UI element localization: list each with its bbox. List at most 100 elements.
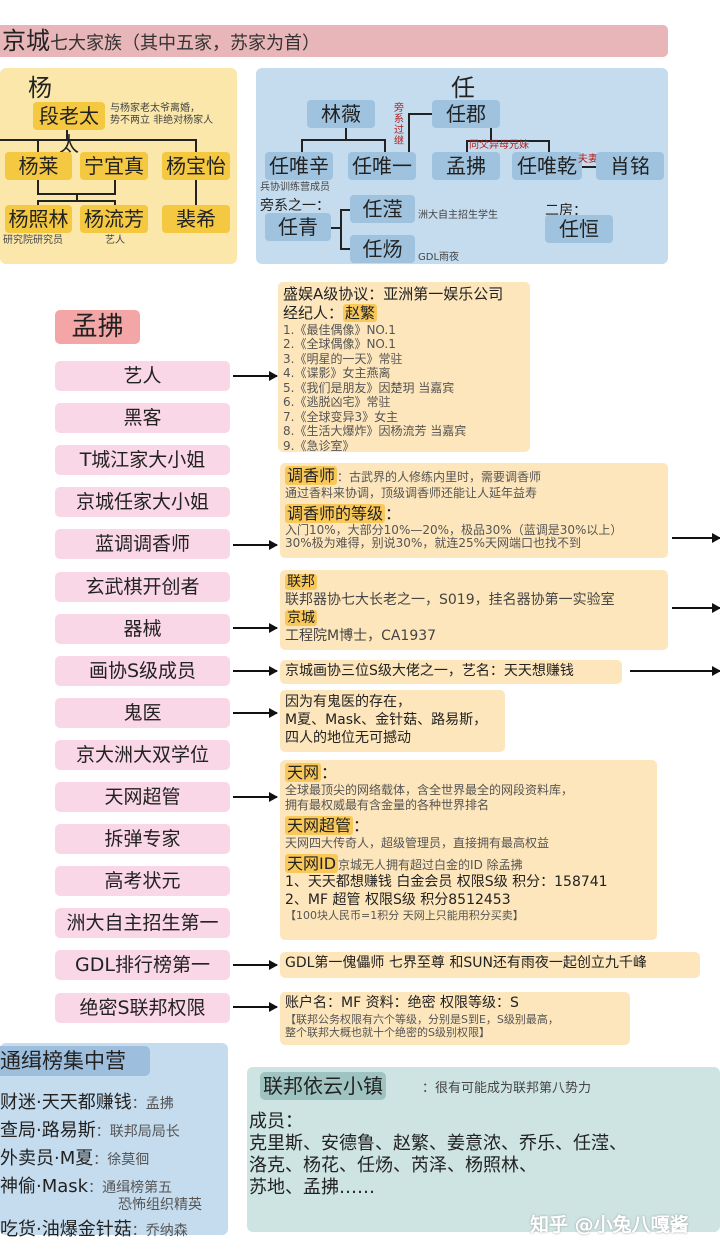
arrow-gdl (233, 960, 278, 970)
work-item: 3.《明星的一天》常驻 (283, 351, 403, 366)
arrow-painting-out (630, 666, 720, 676)
node-yangzhaolin: 杨照林 (5, 205, 72, 233)
arrow-device (233, 623, 278, 633)
skynet-admin-heading: 天网超管 (285, 816, 354, 835)
side-label: 旁系之一： (260, 198, 330, 214)
node-renyang: 任炀 (350, 235, 415, 263)
federal-note-1: 【联邦公务权限有六个等级，分别是S到E，S级别最高， (285, 1012, 559, 1026)
node-renying: 任滢 (350, 195, 415, 223)
wanted-row: 恐怖组织精英 (118, 1193, 202, 1214)
wanted-row: 外卖员·M夏：徐莫徊 (0, 1144, 149, 1170)
arrow-painting (233, 666, 278, 676)
device-desc-federal: 联邦器协七大长老之一，S019，挂名器协第一实验室 (285, 592, 615, 608)
wanted-row: 财迷·天天都赚钱：孟拂 (0, 1088, 174, 1114)
node-renweiqian: 任唯乾 (512, 152, 582, 180)
wanted-alias: 神偷·Mask (0, 1176, 89, 1197)
members-line: 苏地、孟拂…… (249, 1177, 375, 1198)
wanted-identity: ：联邦局局长 (95, 1124, 180, 1140)
page-header: 京城七大家族（其中五家，苏家为首） (0, 25, 668, 57)
renweixin-note: 兵协训练营成员 (260, 182, 330, 193)
skynet-heading: 天网 (285, 763, 322, 782)
trait-item: 天网超管 (55, 782, 230, 812)
perfumer-desc: ：古武界的人修练内里时，需要调香师 (337, 470, 542, 484)
wanted-alias: 吃货·油爆金针菇 (0, 1219, 132, 1240)
watermark: 知乎 @小兔八嘎酱 (530, 1214, 689, 1236)
profile-name: 孟拂 (55, 310, 140, 344)
skynet-id-2: 2、MF 超管 权限S级 积分8512453 (285, 891, 511, 908)
spouse-label: 夫妻 (578, 154, 598, 165)
node-duan: 段老太太 (33, 102, 105, 156)
work-item: 2.《全球偶像》NO.1 (283, 337, 396, 351)
work-item: 4.《谍影》女主燕离 (283, 366, 391, 380)
trait-item: 器械 (55, 613, 230, 644)
root-note-1: 与杨家老太爷离婚， (110, 103, 200, 114)
trait-item: 京大洲大双学位 (55, 739, 230, 770)
device-heading-capital: 京城 (285, 610, 317, 626)
skynet-desc: 全球最顶尖的网络载体，含全世界最全的网段资料库， (285, 783, 574, 797)
work-item: 6.《逃脱凶宅》常驻 (283, 395, 391, 409)
arrow-doctor (233, 708, 278, 718)
skynet-note: 【100块人民币=1积分 天网上只能用积分买卖】 (285, 909, 524, 922)
node-renweixin: 任唯辛 (265, 152, 333, 180)
skynet-note: 天网： 全球最顶尖的网络载体，含全世界最全的网段资料库， 拥有最权威最有含金量的… (280, 760, 657, 940)
perfumer-grade-2: 30%极为难得，别说30%，就连25%天网端口也找不到 (285, 536, 582, 550)
skynet-id-1: 1、天天都想赚钱 白金会员 权限S级 积分：158741 (285, 874, 608, 890)
yangliufang-note: 艺人 (105, 235, 125, 246)
arrow-artist (233, 371, 278, 381)
wanted-row: 吃货·油爆金针菇：乔纳森 (0, 1215, 188, 1241)
agent-name: 赵繁 (343, 303, 378, 322)
skynet-desc: 拥有最权威最有含金量的各种世界排名 (285, 798, 490, 812)
federal-account: 账户名：MF 资料：绝密 权限等级：S (285, 995, 519, 1011)
renying-note: 洲大自主招生学生 (418, 210, 498, 221)
trait-item: 艺人 (55, 361, 230, 391)
arrow-skynet (233, 792, 278, 802)
yang-title: 杨 (28, 74, 52, 102)
wanted-identity: ：孟拂 (131, 1096, 174, 1112)
arrow-federal (233, 1002, 278, 1012)
perfumer-desc-2: 通过香料来协调，顶级调香师还能让人延年益寿 (285, 486, 538, 500)
device-heading-federal: 联邦 (285, 574, 317, 590)
skynet-admin-desc: 天网四大传奇人，超级管理员，直接拥有最高权益 (285, 836, 550, 850)
trait-item: 拆弹专家 (55, 824, 230, 855)
work-item: 7.《全球变异3》女主 (283, 409, 399, 424)
perfumer-grade-heading: 调香师的等级 (285, 504, 386, 523)
painting-note: 京城画协三位S级大佬之一，艺名：天天想赚钱 (280, 660, 622, 684)
node-mengfu: 孟拂 (432, 152, 500, 180)
header-title: 京城 (2, 27, 50, 55)
town-panel: 联邦依云小镇 ：很有可能成为联邦第八势力 成员： 克里斯、安德鲁、赵繁、姜意浓、… (247, 1067, 720, 1232)
node-renjun: 任郡 (432, 100, 500, 128)
node-renweiyi: 任唯一 (348, 152, 416, 180)
perfumer-grade-1: 入门10%，大部分10%—20%，极品30%（蓝调是30%以上） (285, 523, 623, 537)
perfumer-heading: 调香师 (285, 466, 338, 485)
arrow-perfumer (233, 540, 278, 550)
device-note: 联邦 联邦器协七大长老之一，S019，挂名器协第一实验室 京城 工程院M博士，C… (280, 570, 668, 650)
header-subtitle: 七大家族（其中五家，苏家为首） (50, 33, 320, 54)
node-renheng: 任恒 (545, 215, 613, 243)
members-line: 克里斯、安德鲁、赵繁、姜意浓、乔乐、任滢、 (249, 1133, 627, 1154)
trait-item: 画协S级成员 (55, 655, 230, 686)
federal-note: 账户名：MF 资料：绝密 权限等级：S 【联邦公务权限有六个等级，分别是S到E，… (280, 992, 630, 1045)
node-linwei: 林薇 (307, 100, 375, 128)
side-adopt-label: 旁系过继 (394, 103, 404, 147)
trait-item: 洲大自主招生第一 (55, 908, 230, 939)
arrow-perfumer-out (672, 533, 720, 543)
trait-item: 京城任家大小姐 (55, 487, 230, 518)
node-peixi: 裴希 (162, 205, 230, 233)
wanted-identity: 恐怖组织精英 (118, 1197, 202, 1213)
trait-item: 黑客 (55, 403, 230, 434)
trait-item: 鬼医 (55, 697, 230, 728)
yang-family-panel: 杨 段老太太 与杨家老太爷离婚， 势不两立 非绝对杨家人 杨莱 宁宜真 杨宝怡 … (0, 68, 237, 264)
agent-label: 经纪人： (283, 303, 344, 322)
wanted-alias: 查局·路易斯 (0, 1120, 96, 1141)
work-item: 1.《最佳偶像》NO.1 (283, 322, 396, 337)
wanted-row: 神偷·Mask：通缉榜第五 (0, 1172, 172, 1198)
node-xiaoming: 肖铭 (596, 152, 664, 180)
artist-contract: 盛娱A级协议：亚洲第一娱乐公司 (283, 285, 504, 303)
trait-item: 绝密S联邦权限 (55, 992, 230, 1023)
work-item: 5.《我们是朋友》因楚玥 当嘉宾 (283, 380, 455, 395)
wanted-identity: ：徐莫徊 (93, 1152, 150, 1168)
wanted-alias: 财迷·天天都赚钱 (0, 1092, 132, 1113)
renyang-note: GDL雨夜 (418, 252, 460, 263)
doctor-line: 因为有鬼医的存在， (285, 694, 411, 710)
